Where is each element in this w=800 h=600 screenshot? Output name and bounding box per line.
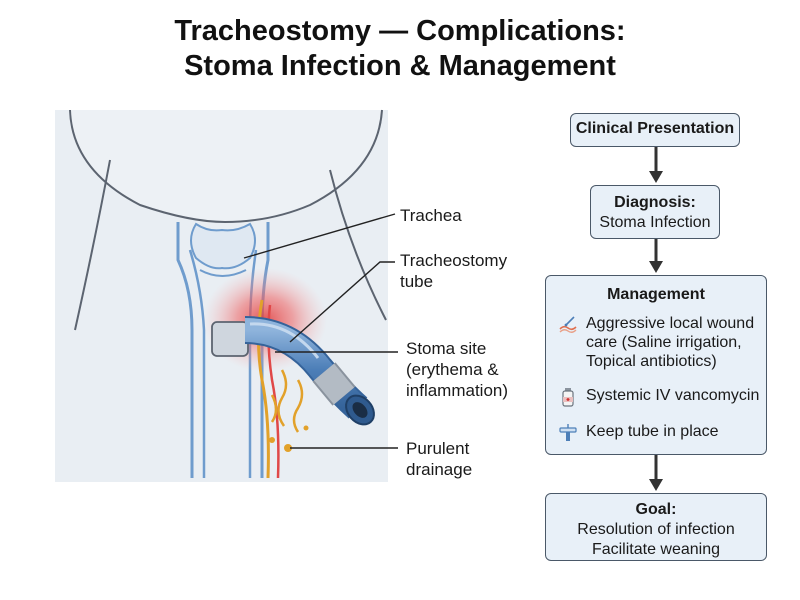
tube-opening-lumen	[352, 402, 368, 418]
title-line-1: Tracheostomy — Complications:	[174, 15, 626, 47]
tube-holder-icon	[559, 424, 577, 441]
box-clinical-presentation: Clinical Presentation	[570, 113, 740, 147]
pus-drop-1	[284, 444, 292, 452]
page-title: Tracheostomy — Complications: Stoma Infe…	[0, 14, 800, 84]
label-tube: Tracheostomy tube	[400, 251, 508, 291]
box-management: Management Aggressive local wound care (…	[545, 275, 767, 455]
tube-cuff-inner	[314, 363, 354, 405]
arrow-2	[649, 239, 663, 273]
pus-drop-2	[269, 437, 275, 443]
box-diagnosis: Diagnosis: Stoma Infection	[590, 185, 720, 239]
tracheostomy-tube-fill	[244, 318, 367, 417]
trachea-outer	[176, 222, 194, 478]
label-trachea: Trachea	[400, 206, 462, 225]
management-item-wound-care: Aggressive local wound care (Saline irri…	[558, 314, 754, 371]
box-goal: Goal: Resolution of infection Facilitate…	[545, 493, 767, 561]
management-item-keep-tube: Keep tube in place	[558, 422, 719, 443]
title-line-2: Stoma Infection & Management	[184, 50, 616, 82]
label-stoma-site: Stoma site (erythema & inflammation)	[406, 339, 509, 400]
pus-squiggle-2	[292, 379, 304, 433]
thyroid-cartilage	[190, 222, 256, 270]
label-purulent-drainage: Purulent drainage	[406, 439, 473, 479]
wound-care-icon	[559, 316, 577, 333]
neck-right-line	[329, 169, 387, 321]
leader-trachea	[243, 213, 396, 259]
leader-tube	[289, 261, 395, 343]
tube-flange	[211, 321, 249, 357]
tube-highlight	[249, 322, 320, 359]
arrow-3	[649, 455, 663, 491]
pus-drop-3	[303, 425, 309, 431]
arrow-1	[649, 147, 663, 183]
iv-vial-icon	[562, 388, 574, 407]
neck-left-line	[74, 159, 111, 331]
pus-squiggle-1	[277, 369, 288, 427]
chin-outline	[69, 109, 383, 224]
pus-squiggle-3	[270, 394, 278, 423]
management-item-iv-vancomycin: Systemic IV vancomycin	[558, 386, 759, 407]
